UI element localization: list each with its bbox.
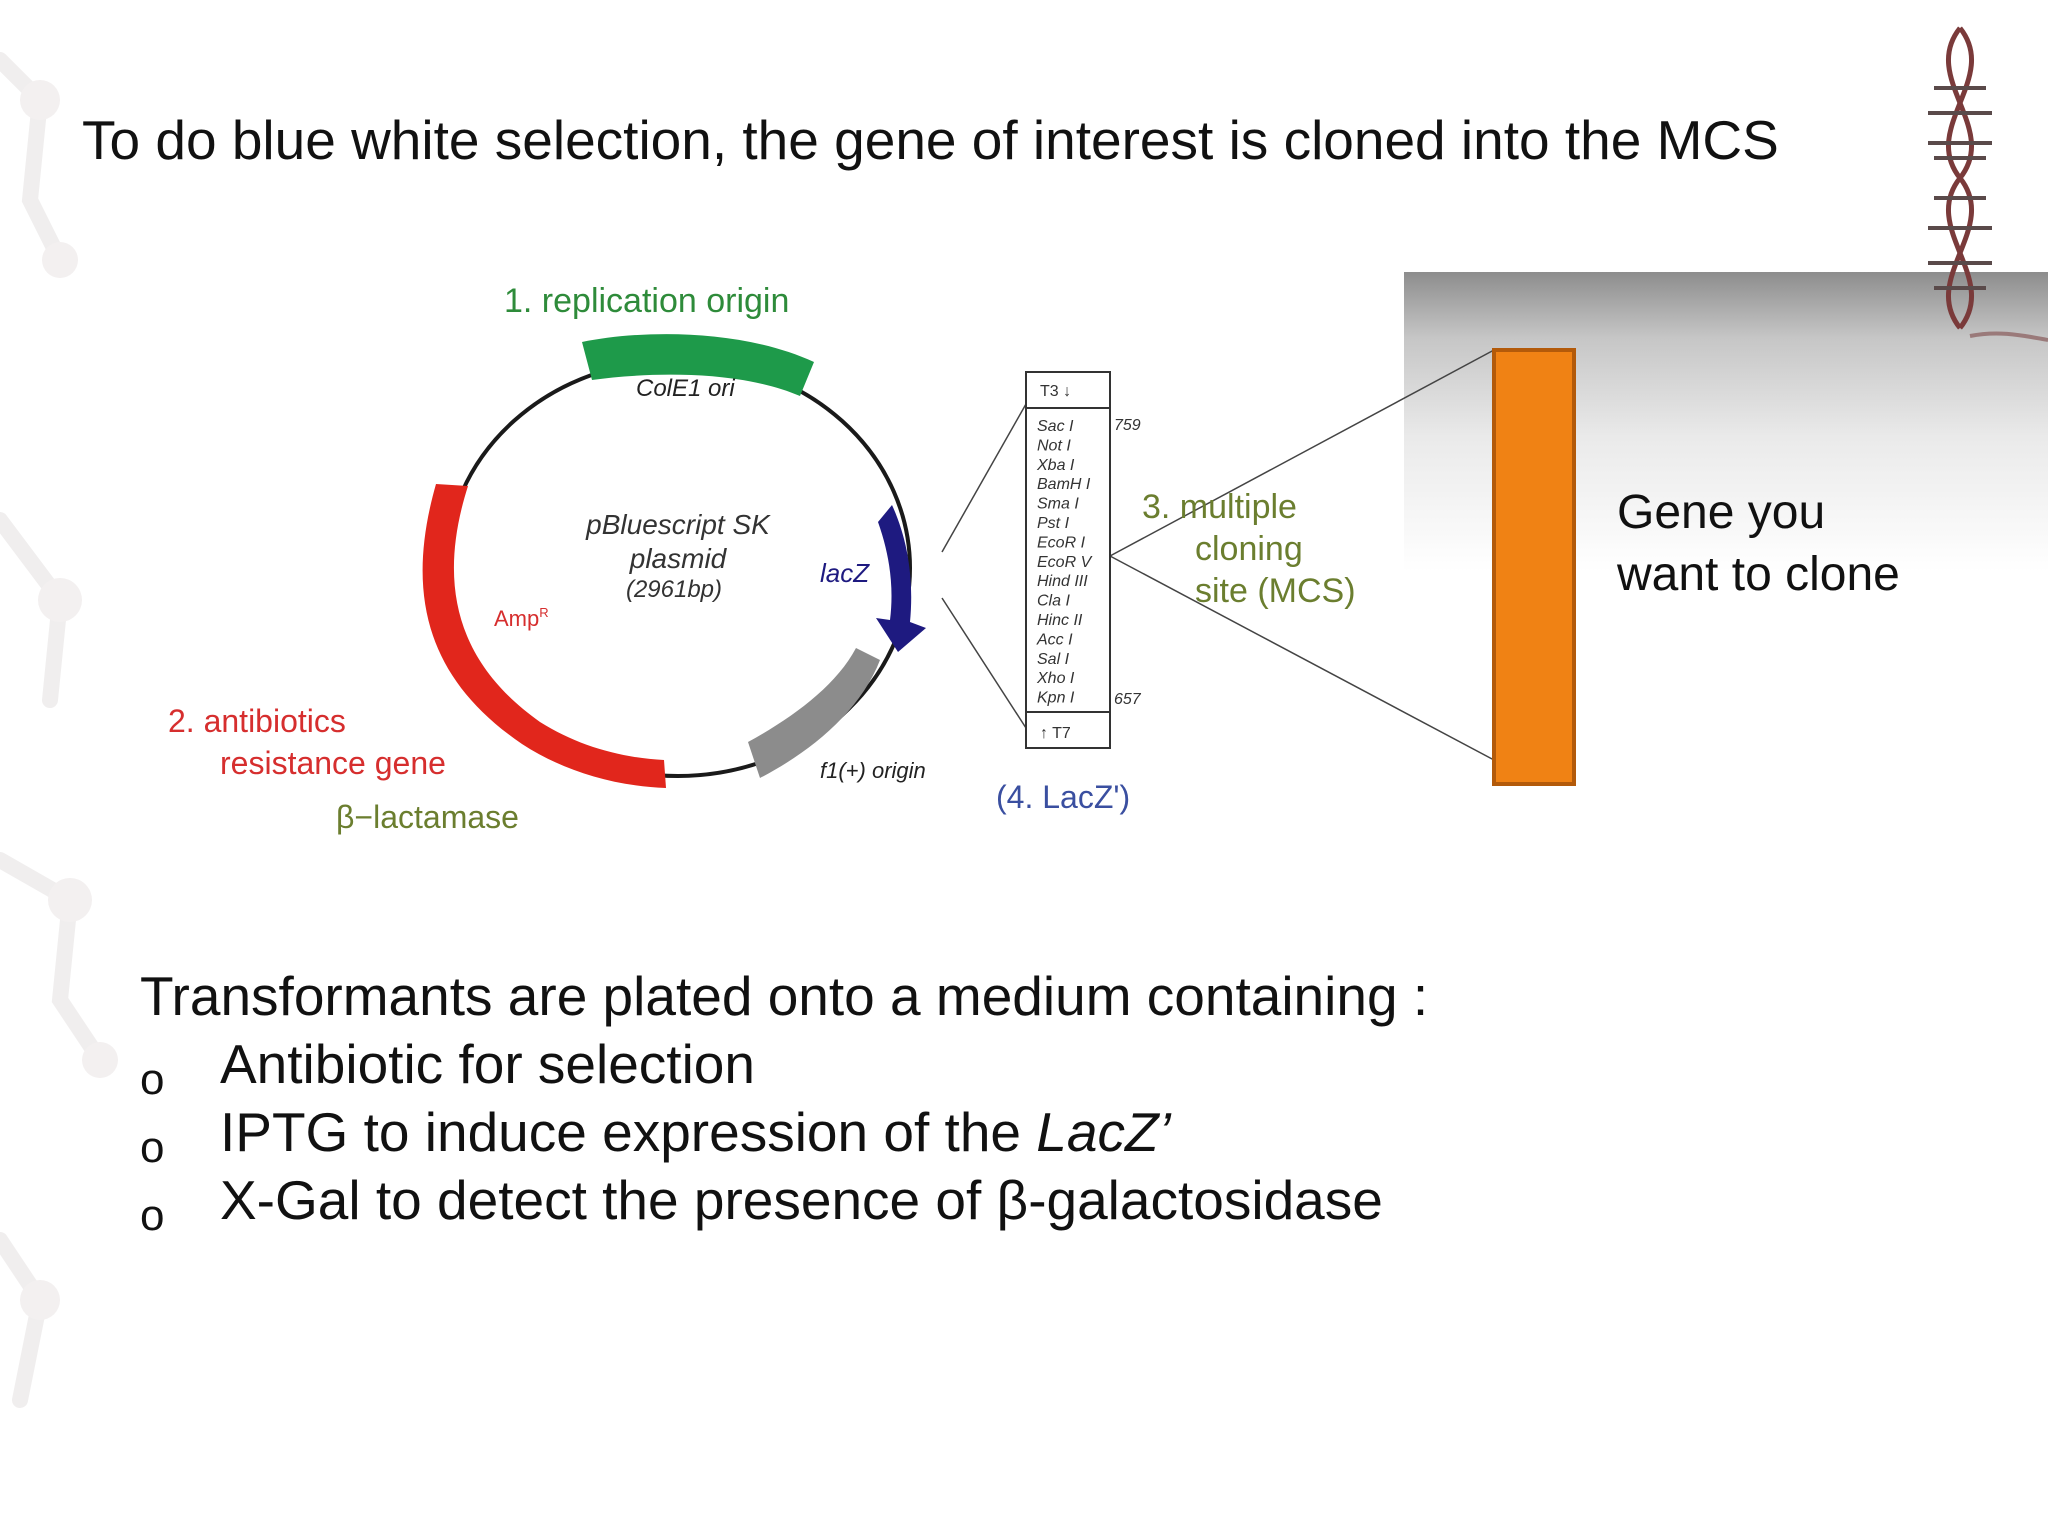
ampr-label-superscript: R bbox=[539, 605, 548, 620]
zoom-line-bottom bbox=[941, 597, 1027, 729]
bullet-text-italic: LacZ’ bbox=[1036, 1101, 1171, 1163]
mcs-site: EcoR I bbox=[1037, 534, 1086, 551]
mcs-site: Pst I bbox=[1037, 515, 1070, 532]
bullet-item: o X-Gal to detect the presence of β-gala… bbox=[140, 1166, 1428, 1240]
antibiotic-label-line1: 2. antibiotics bbox=[168, 703, 346, 739]
mcs-site: Cla I bbox=[1037, 593, 1070, 610]
mcs-site: Hinc II bbox=[1037, 612, 1083, 629]
mcs-site: EcoR V bbox=[1037, 554, 1093, 571]
lacz-label: lacZ bbox=[820, 558, 870, 588]
bullet-marker: o bbox=[140, 1123, 165, 1172]
bullet-text-plain: IPTG to induce expression of the bbox=[220, 1101, 1037, 1163]
f1-origin-label: f1(+) origin bbox=[820, 758, 926, 783]
replication-origin-label: 1. replication origin bbox=[504, 282, 789, 320]
bullet-text: X-Gal to detect the presence of β-galact… bbox=[220, 1169, 1383, 1231]
mcs-site: Sma I bbox=[1037, 496, 1079, 513]
dna-helix-icon bbox=[1928, 26, 2048, 342]
antibiotic-label-line2: resistance gene bbox=[220, 745, 446, 781]
mcs-site: Kpn I bbox=[1037, 690, 1075, 707]
plasmid-name-line1: pBluescript SK bbox=[585, 509, 771, 540]
plasmid-name-line2: plasmid bbox=[629, 543, 728, 574]
lactamase-label: β−lactamase bbox=[336, 799, 519, 835]
transformants-block: Transformants are plated onto a medium c… bbox=[140, 962, 1429, 1240]
bullet-text: IPTG to induce expression of the LacZ’ bbox=[220, 1098, 1171, 1166]
mcs-site: Acc I bbox=[1036, 631, 1073, 648]
lacz-prime-label: (4. LacZ') bbox=[996, 779, 1130, 815]
plasmid-size: (2961bp) bbox=[626, 576, 722, 603]
mcs-label-line2: cloning bbox=[1195, 530, 1303, 568]
mcs-t7-label: ↑ T7 bbox=[1040, 725, 1071, 742]
ori-segment bbox=[582, 334, 814, 396]
gene-insert-bar bbox=[1492, 348, 1576, 786]
mcs-site: BamH I bbox=[1037, 476, 1091, 493]
gene-label-line1: Gene you bbox=[1617, 486, 1826, 539]
cole1-ori-label: ColE1 ori bbox=[636, 375, 735, 402]
bullet-text: Antibiotic for selection bbox=[220, 1033, 755, 1095]
mcs-to-gene-line-bottom bbox=[1109, 555, 1495, 761]
mcs-site: Sac I bbox=[1037, 418, 1074, 435]
f1-origin-segment bbox=[748, 648, 880, 778]
bullet-marker: o bbox=[140, 1055, 165, 1104]
mcs-position-top: 759 bbox=[1114, 417, 1141, 434]
mcs-label-line1: 3. multiple bbox=[1142, 488, 1297, 526]
mcs-label-line3: site (MCS) bbox=[1195, 572, 1356, 610]
zoom-line-top bbox=[941, 403, 1027, 553]
lacz-segment bbox=[876, 505, 926, 652]
ampr-label: AmpR bbox=[494, 605, 549, 631]
mcs-site: Xho I bbox=[1036, 670, 1075, 687]
bullet-item: o Antibiotic for selection bbox=[140, 1030, 1428, 1104]
bullet-marker: o bbox=[140, 1191, 165, 1240]
ampr-label-text: Amp bbox=[494, 606, 539, 631]
mcs-position-bottom: 657 bbox=[1114, 691, 1142, 708]
slide-title: To do blue white selection, the gene of … bbox=[82, 109, 1779, 171]
transformants-intro: Transformants are plated onto a medium c… bbox=[140, 965, 1429, 1027]
ampr-segment bbox=[422, 484, 666, 788]
mcs-site: Sal I bbox=[1037, 651, 1070, 668]
mcs-t3-label: T3 ↓ bbox=[1040, 383, 1071, 400]
mcs-site-list: Sac I Not I Xba I BamH I Sma I Pst I EcoR I Eco… bbox=[1036, 418, 1093, 707]
gene-to-clone-label: Gene you want to clone bbox=[1617, 482, 1900, 606]
mcs-to-gene-line-top bbox=[1109, 349, 1495, 557]
gene-label-line2: want to clone bbox=[1617, 548, 1900, 601]
mcs-site: Not I bbox=[1037, 437, 1071, 454]
bullet-item: o IPTG to induce expression of the LacZ’ bbox=[140, 1098, 1428, 1172]
mcs-box bbox=[1025, 371, 1111, 749]
mcs-site: Xba I bbox=[1036, 457, 1075, 474]
mcs-site: Hind III bbox=[1037, 573, 1088, 590]
